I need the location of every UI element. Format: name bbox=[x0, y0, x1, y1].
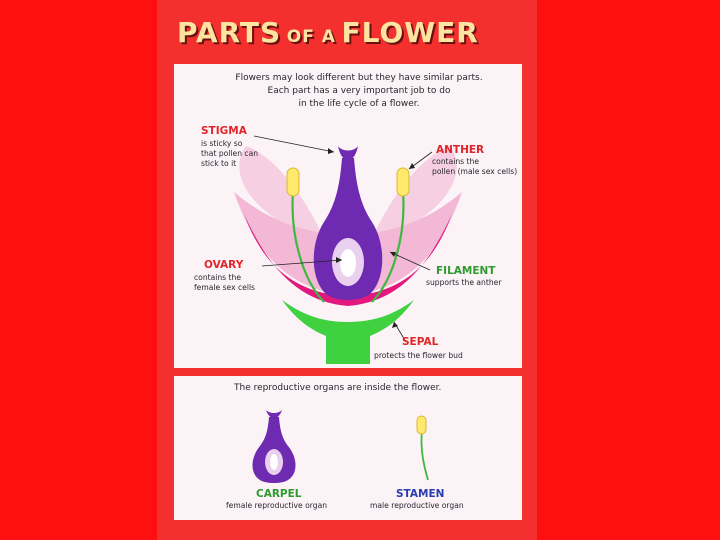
sepal-arrowhead bbox=[392, 322, 398, 328]
sepal-description: protects the flower bud bbox=[374, 351, 463, 361]
poster: PARTS OF A FLOWER Flowers may look diffe… bbox=[157, 0, 537, 540]
carpel-ovule bbox=[270, 454, 278, 470]
flower-diagram-panel: Flowers may look different but they have… bbox=[174, 64, 522, 368]
sepal-label: SEPAL bbox=[402, 336, 439, 348]
intro-text: Flowers may look different but they have… bbox=[214, 72, 504, 111]
back-petal-left bbox=[239, 146, 324, 239]
filament-right bbox=[371, 191, 405, 303]
filament-left bbox=[291, 191, 325, 303]
carpel-stigma bbox=[266, 410, 282, 418]
sepal-desc-1: protects the flower bud bbox=[374, 351, 463, 360]
title-flower: FLOWER bbox=[341, 16, 479, 49]
poster-title: PARTS OF A FLOWER bbox=[177, 16, 522, 60]
filament-arrow bbox=[389, 251, 431, 271]
filament-label: FILAMENT bbox=[436, 265, 496, 277]
stigma-description: is sticky so that pollen can stick to it bbox=[201, 139, 258, 169]
anther-description: contains the pollen (male sex cells) bbox=[432, 157, 517, 177]
stigma-label: STIGMA bbox=[201, 125, 247, 137]
title-parts: PARTS bbox=[177, 16, 282, 49]
back-petal-right bbox=[372, 146, 457, 239]
reproductive-text: The reproductive organs are inside the f… bbox=[234, 383, 442, 393]
stigma-arrow bbox=[253, 135, 335, 153]
anther-label: ANTHER bbox=[436, 144, 485, 156]
anther-right bbox=[396, 167, 410, 197]
anther-desc-1: contains the bbox=[432, 157, 480, 166]
sepal-shape bbox=[282, 300, 414, 364]
intro-line-1: Flowers may look different but they have… bbox=[235, 73, 483, 83]
stamen-filament bbox=[420, 429, 429, 481]
carpel-label: CARPEL bbox=[256, 488, 302, 500]
filament-arrowhead bbox=[390, 252, 396, 257]
ovary-description: contains the female sex cells bbox=[194, 273, 255, 293]
title-of-a: OF A bbox=[286, 27, 336, 47]
stamen-anther bbox=[416, 415, 427, 435]
carpel-desc-1: female reproductive organ bbox=[226, 501, 328, 510]
ovary-label: OVARY bbox=[204, 259, 244, 271]
ovary-desc-2: female sex cells bbox=[194, 283, 256, 292]
anther-arrowhead bbox=[409, 163, 415, 169]
filament-description: supports the anther bbox=[426, 278, 501, 288]
stamen-desc-1: male reproductive organ bbox=[370, 501, 464, 510]
stigma-desc-3: stick to it bbox=[201, 159, 237, 168]
stamen-label: STAMEN bbox=[396, 488, 445, 500]
anther-desc-2: pollen (male sex cells) bbox=[432, 167, 518, 176]
flower-diagram bbox=[234, 135, 462, 364]
stamen-description: male reproductive organ bbox=[370, 501, 464, 511]
stigma-shape bbox=[338, 146, 358, 160]
petal-magenta-rim bbox=[244, 214, 452, 306]
style-and-ovary bbox=[313, 158, 383, 300]
stigma-arrowhead bbox=[328, 148, 334, 154]
ovule bbox=[340, 249, 356, 277]
anther-left bbox=[286, 167, 300, 197]
ovary-arrowhead bbox=[336, 257, 342, 263]
filament-desc-1: supports the anther bbox=[426, 278, 502, 287]
intro-line-2: Each part has a very important job to do bbox=[267, 86, 451, 96]
reproductive-organs-panel: The reproductive organs are inside the f… bbox=[174, 376, 522, 520]
intro-line-3: in the life cycle of a flower. bbox=[298, 99, 420, 109]
ovary-arrow bbox=[261, 259, 343, 267]
stigma-desc-1: is sticky so bbox=[201, 139, 243, 148]
ovary-desc-1: contains the bbox=[194, 273, 242, 282]
carpel-description: female reproductive organ bbox=[226, 501, 327, 511]
reproductive-organs-diagram bbox=[252, 410, 429, 483]
stigma-desc-2: that pollen can bbox=[201, 149, 259, 158]
